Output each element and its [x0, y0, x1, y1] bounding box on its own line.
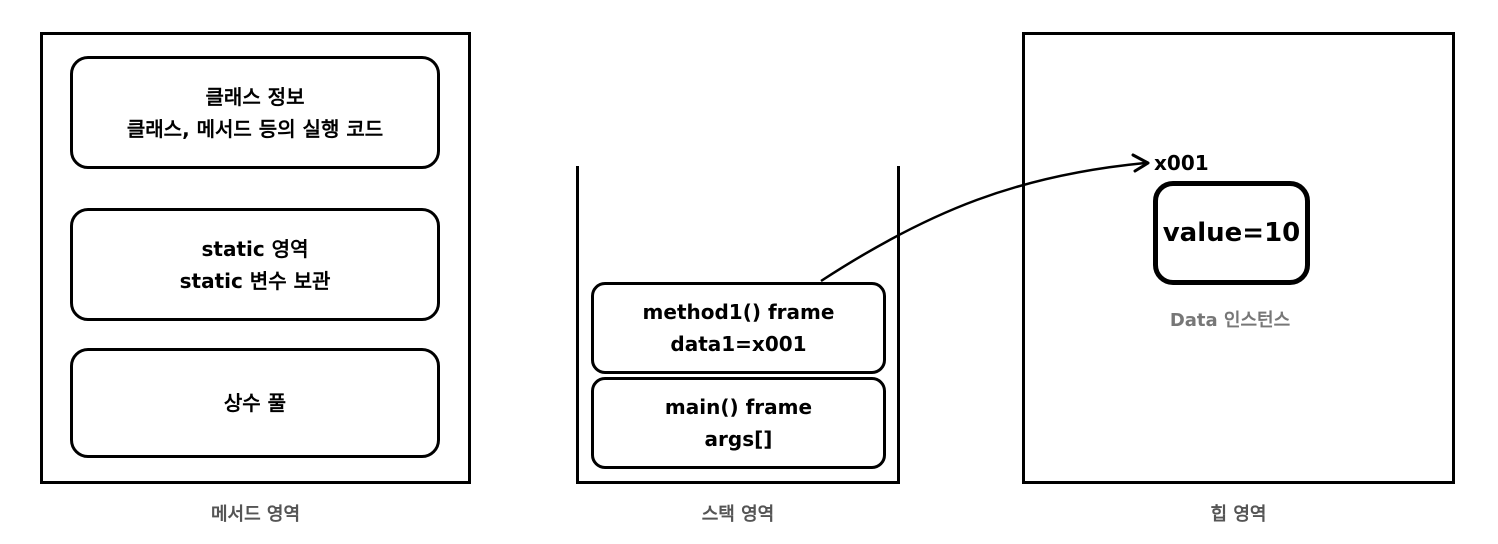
stack-frame-method1: method1() frame data1=x001: [591, 282, 886, 374]
stack-frame-main: main() frame args[]: [591, 377, 886, 469]
method-area: [40, 32, 471, 484]
stack-right-wall: [897, 166, 900, 484]
stack-area-caption: 스택 영역: [701, 504, 775, 525]
static-area-box: static 영역 static 변수 보관: [70, 208, 440, 321]
reference-arrow-head: [1131, 153, 1150, 173]
class-info-box: 클래스 정보 클래스, 메서드 등의 실행 코드: [70, 56, 440, 169]
stack-left-wall: [576, 166, 579, 484]
heap-area-caption: 힙 영역: [1210, 504, 1267, 525]
constant-pool-box: 상수 풀: [70, 348, 440, 458]
heap-area: [1022, 32, 1455, 484]
stack-bottom: [576, 481, 900, 484]
data-instance-box: value=10: [1153, 181, 1310, 285]
instance-caption: Data 인스턴스: [1169, 310, 1291, 331]
reference-label: x001: [1154, 151, 1209, 175]
reference-arrow-line: [820, 161, 1146, 283]
method-area-caption: 메서드 영역: [210, 504, 301, 525]
